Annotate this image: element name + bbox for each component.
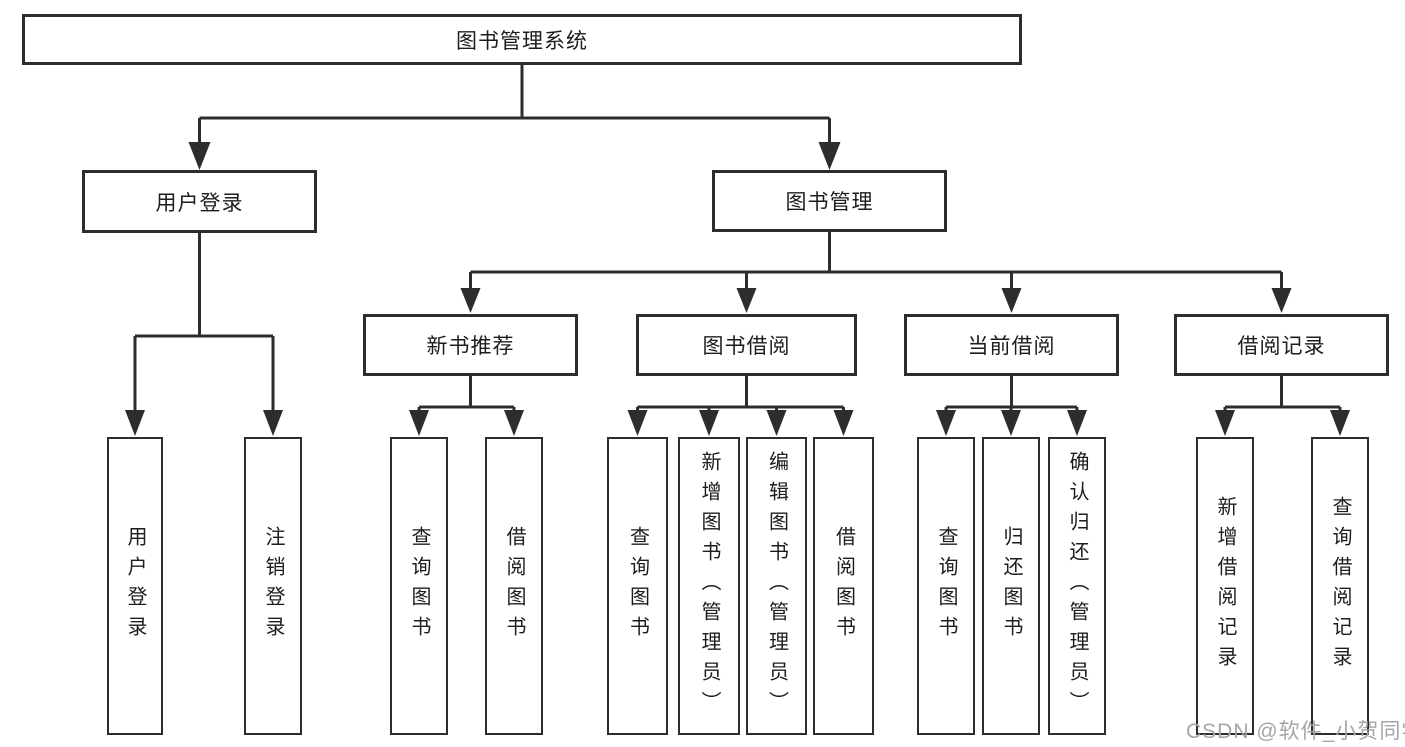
leaf-query-borrow-record: 查询借阅记录 [1311, 437, 1369, 735]
leaf-add-books-admin: 新增图书（管理员） [678, 437, 740, 735]
node-library-management-system: 图书管理系统 [22, 14, 1022, 65]
node-book-borrowing: 图书借阅 [636, 314, 857, 376]
leaf-return-books: 归还图书 [982, 437, 1040, 735]
leaf-query-books-current: 查询图书 [917, 437, 975, 735]
leaf-borrow-books-recommend: 借阅图书 [485, 437, 543, 735]
leaf-confirm-return-admin: 确认归还（管理员） [1048, 437, 1106, 735]
leaf-add-borrow-record: 新增借阅记录 [1196, 437, 1254, 735]
csdn-watermark: CSDN @软件_小贺同学 [1186, 720, 1405, 743]
node-new-book-recommendation: 新书推荐 [363, 314, 578, 376]
leaf-user-login: 用户登录 [107, 437, 163, 735]
leaf-query-books-recommend: 查询图书 [390, 437, 448, 735]
node-borrowing-records: 借阅记录 [1174, 314, 1389, 376]
leaf-logout: 注销登录 [244, 437, 302, 735]
leaf-borrow-books: 借阅图书 [813, 437, 874, 735]
leaf-edit-books-admin: 编辑图书（管理员） [746, 437, 807, 735]
node-current-borrowing: 当前借阅 [904, 314, 1119, 376]
node-user-login: 用户登录 [82, 170, 317, 233]
leaf-query-books-borrowing: 查询图书 [607, 437, 668, 735]
arrowheads [125, 142, 1350, 436]
node-book-management: 图书管理 [712, 170, 947, 232]
